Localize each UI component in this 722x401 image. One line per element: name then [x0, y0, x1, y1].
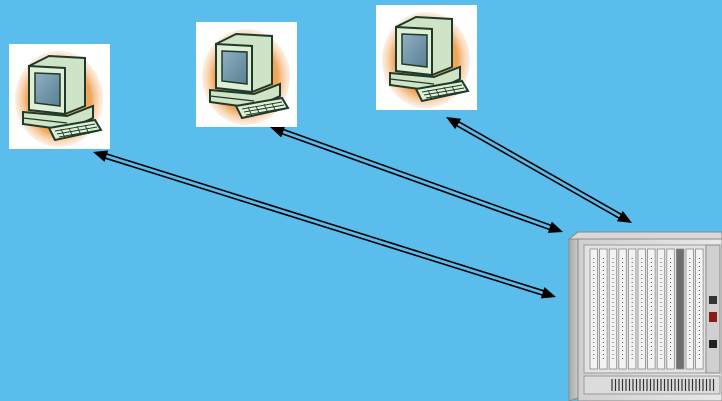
arrowhead	[270, 126, 286, 138]
computer-1	[9, 44, 110, 149]
server-card-slot	[647, 248, 656, 370]
arrowhead	[540, 287, 556, 299]
computer-2	[196, 22, 297, 127]
server-card-slot	[589, 248, 598, 370]
server-card-slot	[618, 248, 627, 370]
server-card-slot	[608, 248, 618, 370]
server-rack-icon	[567, 230, 722, 401]
arrowhead	[616, 210, 632, 223]
server-card-slot	[666, 248, 675, 370]
server-card-slot	[599, 248, 608, 370]
link-line	[279, 132, 552, 232]
link-computer-2-server	[270, 126, 563, 233]
server-card-slot	[695, 248, 704, 370]
arrowhead	[446, 117, 462, 130]
server-card-slot	[628, 248, 637, 370]
link-line	[102, 156, 545, 297]
link-line	[456, 119, 624, 217]
link-line	[454, 123, 622, 221]
desktop-computer-icon	[9, 44, 110, 149]
desktop-computer-icon	[196, 22, 297, 127]
server-card-slot	[656, 248, 666, 370]
desktop-computer-icon	[376, 5, 477, 110]
link-computer-1-server	[93, 150, 556, 299]
computer-3	[376, 5, 477, 110]
link-line	[281, 127, 554, 227]
server-card-slot	[685, 248, 694, 370]
server-card-slot	[676, 248, 685, 370]
arrowhead	[93, 150, 109, 162]
arrowhead	[547, 221, 563, 233]
link-computer-3-server	[446, 117, 632, 223]
server-card-slot	[637, 248, 646, 370]
link-line	[104, 152, 547, 293]
